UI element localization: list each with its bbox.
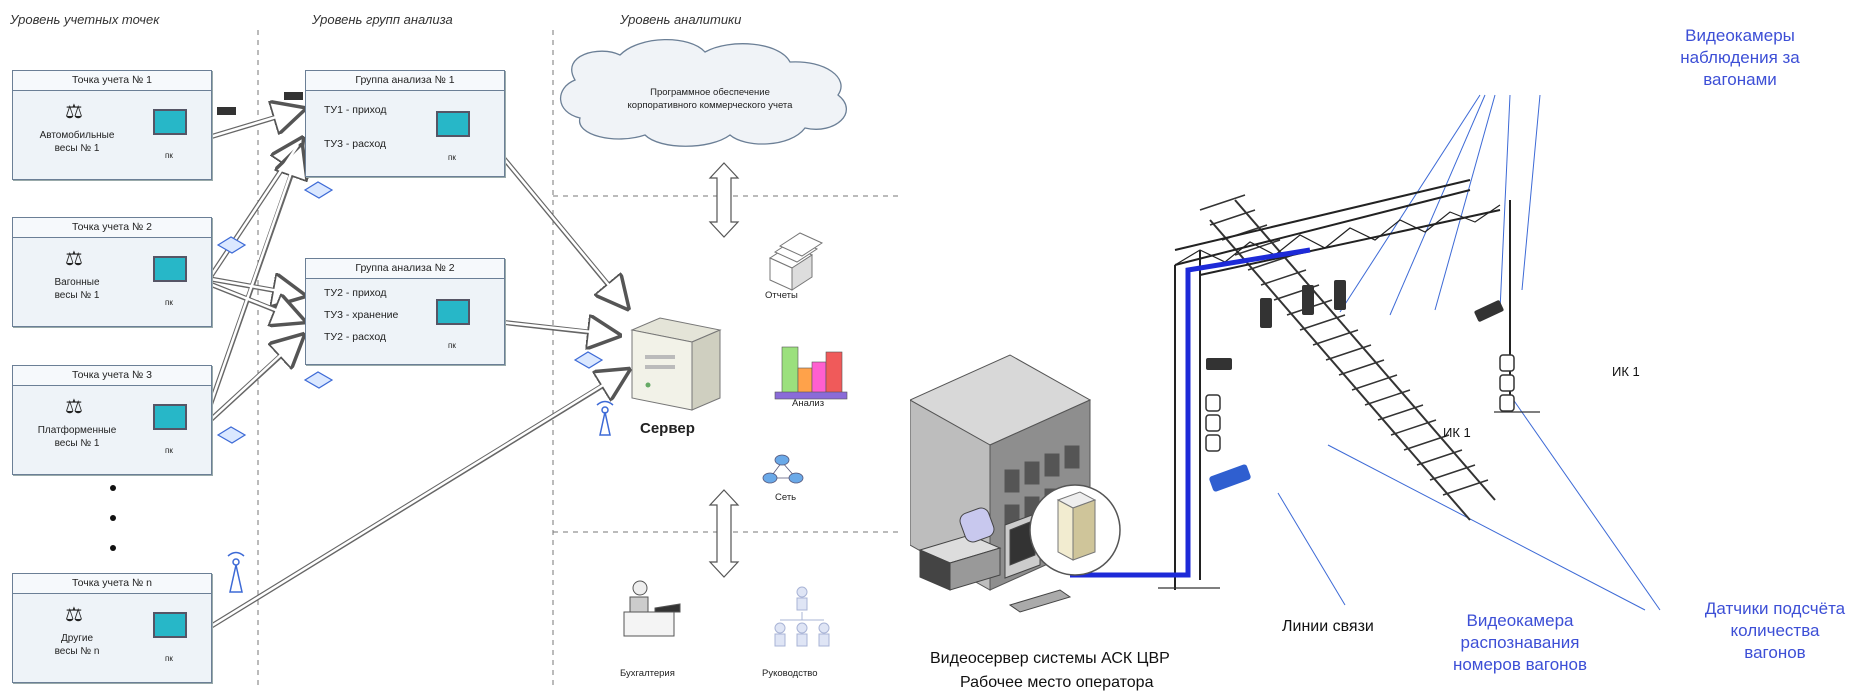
right-diagram-scene: [910, 94, 1661, 613]
computer-icon: [436, 299, 470, 325]
pc-label: пк: [448, 341, 456, 350]
analysis-group-title: Группа анализа № 1: [306, 71, 504, 91]
server-tower-icon: [630, 317, 722, 411]
accounting-icon: [623, 580, 681, 637]
cable: [1070, 247, 1311, 578]
analysis-group-title: Группа анализа № 2: [306, 259, 504, 279]
server-label: Сервер: [640, 420, 695, 437]
accounting-point-label: Автомобильные весы № 1: [39, 130, 115, 154]
cloud-text: Программное обеспечение корпоративного к…: [627, 87, 793, 111]
pc-label: пк: [165, 298, 173, 307]
reports-icon: [768, 232, 824, 291]
computer-icon: [153, 256, 187, 282]
analysis-group-2[interactable]: Группа анализа № 2 ТУ2 - приход ТУ3 - хр…: [305, 258, 505, 365]
modem-icon: [216, 181, 604, 444]
accounting-point-title: Точка учета № 3: [13, 366, 211, 386]
pc-label: пк: [448, 153, 456, 162]
pc-label: пк: [165, 151, 173, 160]
reports-label: Отчеты: [765, 290, 798, 301]
ellipsis-dot: [110, 545, 116, 551]
videoserver-line2: Рабочее место оператора: [960, 674, 1154, 691]
ellipsis-dot: [110, 515, 116, 521]
network-icon: [762, 454, 804, 484]
computer-icon: [436, 111, 470, 137]
analysis-chart-icon: [774, 346, 848, 400]
accounting-point-label: Платформенные весы № 1: [37, 425, 117, 449]
pc-label: пк: [165, 446, 173, 455]
accounting-label: Бухгалтерия: [620, 668, 675, 679]
ellipsis-dot: [110, 485, 116, 491]
accounting-point-title: Точка учета № n: [13, 574, 211, 594]
camera-icon: [1206, 280, 1504, 370]
network-label: Сеть: [775, 492, 797, 503]
left-diagram-connectors: [199, 30, 900, 690]
rail-track: [1209, 199, 1496, 521]
accounting-point-label: Другие весы № n: [54, 633, 100, 657]
computer-icon: [153, 612, 187, 638]
group-row: ТУ1 - приход: [324, 104, 387, 116]
level-label-groups: Уровень групп анализа: [312, 12, 453, 27]
videoserver-line1: Видеосервер системы АСК ЦВР: [930, 650, 1170, 667]
scale-icon: ⚖: [65, 396, 83, 418]
pc-label: пк: [165, 654, 173, 663]
accounting-point-1[interactable]: Точка учета № 1 ⚖ Автомобильные весы № 1…: [12, 70, 212, 180]
scale-icon: ⚖: [65, 248, 83, 270]
accounting-point-n[interactable]: Точка учета № n ⚖ Другие весы № n пк: [12, 573, 212, 683]
recognition-camera-label: Видеокамера распознавания номеров вагоно…: [1452, 611, 1588, 674]
double-arrow-bottom: [708, 489, 740, 578]
accounting-point-3[interactable]: Точка учета № 3 ⚖ Платформенные весы № 1…: [12, 365, 212, 475]
antenna-icon-point-n: [227, 551, 245, 593]
recognition-camera-icon: [1209, 464, 1251, 492]
gantry-frame: [1174, 179, 1511, 590]
group-row: ТУ2 - приход: [324, 287, 387, 299]
comm-lines-label: Линии связи: [1282, 618, 1374, 635]
ir-sensor-icon: [1205, 354, 1515, 452]
double-arrow-top: [708, 162, 740, 238]
computer-icon: [153, 109, 187, 135]
scale-icon: ⚖: [65, 101, 83, 123]
accounting-point-title: Точка учета № 2: [13, 218, 211, 238]
management-icon: [774, 586, 830, 647]
accounting-point-label: Вагонные весы № 1: [54, 277, 100, 301]
server-icon: [1056, 491, 1097, 561]
ik-label-left: ИК 1: [1443, 425, 1471, 440]
group-row: ТУ3 - расход: [324, 138, 387, 150]
analysis-group-1[interactable]: Группа анализа № 1 ТУ1 - приход ТУ3 - ра…: [305, 70, 505, 177]
workstation-icon: [918, 507, 1072, 613]
group-row: ТУ3 - хранение: [324, 309, 399, 321]
sensors-label: Датчики подсчёта количества вагонов: [1704, 599, 1846, 662]
software-cloud: [559, 38, 847, 147]
level-label-analytics: Уровень аналитики: [620, 12, 742, 27]
accounting-point-title: Точка учета № 1: [13, 71, 211, 91]
accounting-point-2[interactable]: Точка учета № 2 ⚖ Вагонные весы № 1 пк: [12, 217, 212, 327]
computer-icon: [153, 404, 187, 430]
scale-icon: ⚖: [65, 604, 83, 626]
antenna-icon-server: [596, 400, 614, 436]
management-label: Руководство: [762, 668, 818, 679]
cameras-label: Видеокамеры наблюдения за вагонами: [1680, 26, 1800, 89]
connector-icon: [284, 92, 303, 100]
analysis-label: Анализ: [792, 398, 825, 409]
level-label-accounting: Уровень учетных точек: [10, 12, 160, 27]
group-row: ТУ2 - расход: [324, 331, 387, 343]
connector-icon: [217, 107, 236, 115]
ik-label-right: ИК 1: [1612, 364, 1640, 379]
